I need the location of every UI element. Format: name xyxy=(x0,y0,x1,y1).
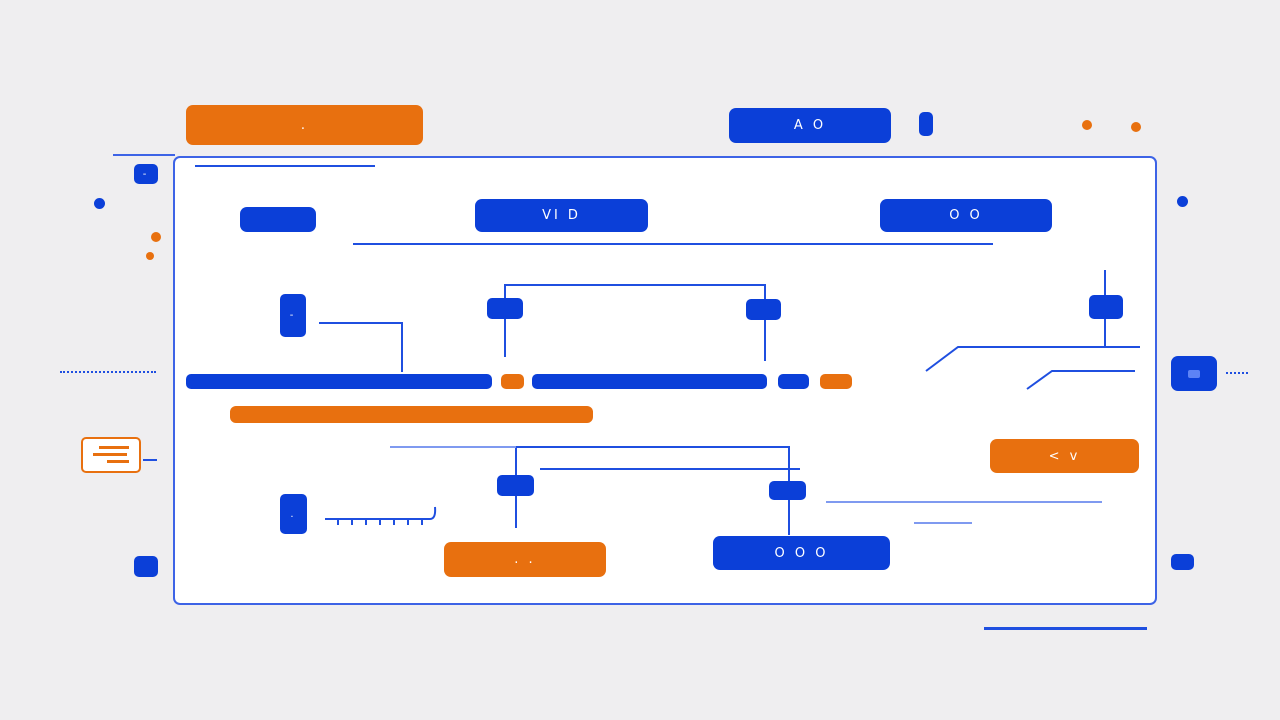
orange-dot xyxy=(151,232,161,242)
panel-divider xyxy=(353,243,993,245)
progress-bar[interactable] xyxy=(230,406,593,423)
dash-icon: - xyxy=(289,310,297,321)
bottom-blue-button[interactable]: O O O xyxy=(713,536,890,570)
connector-path xyxy=(325,506,437,520)
top-right-blue-button-label: A O xyxy=(793,118,827,133)
connector-path xyxy=(925,346,1140,372)
blue-dot xyxy=(1177,196,1188,207)
node-block[interactable] xyxy=(487,298,523,319)
right-bottom-icon-button[interactable] xyxy=(1171,554,1194,570)
connector-path xyxy=(1026,370,1135,390)
bottom-orange-button[interactable]: . . xyxy=(444,542,606,577)
right-orange-button[interactable]: < v xyxy=(990,439,1139,473)
right-orange-button-label: < v xyxy=(1048,448,1081,464)
panel-left-button[interactable] xyxy=(240,207,316,232)
menu-connector xyxy=(143,459,157,461)
timeline-marker[interactable] xyxy=(820,374,852,389)
dotted-connector xyxy=(60,371,156,373)
panel-right-button-label: O O xyxy=(949,208,983,223)
timeline-bar[interactable] xyxy=(532,374,767,389)
node-handle[interactable]: . xyxy=(280,494,307,534)
panel-right-button[interactable]: O O xyxy=(880,199,1052,232)
node-block[interactable] xyxy=(746,299,781,320)
bottom-orange-button-label: . . xyxy=(514,552,536,567)
panel-mid-button-label: VI D xyxy=(542,208,581,223)
orange-status-dot xyxy=(1131,122,1141,132)
node-block[interactable] xyxy=(769,481,806,500)
left-bottom-icon-button[interactable] xyxy=(134,556,158,577)
orange-status-dot xyxy=(1082,120,1092,130)
small-blue-toggle[interactable] xyxy=(919,112,933,136)
timeline-marker[interactable] xyxy=(501,374,524,389)
panel-mid-button[interactable]: VI D xyxy=(475,199,648,232)
dash-icon: - xyxy=(142,168,150,180)
top-right-blue-button[interactable]: A O xyxy=(729,108,891,143)
bottom-outer-rule xyxy=(984,627,1147,630)
top-left-orange-button-label: . xyxy=(300,117,309,133)
bottom-blue-button-label: O O O xyxy=(774,545,829,561)
timeline-bar[interactable] xyxy=(778,374,809,389)
right-square-button[interactable] xyxy=(1171,356,1217,391)
node-block[interactable] xyxy=(497,475,534,496)
dotted-connector xyxy=(1226,372,1248,374)
timeline-bar[interactable] xyxy=(186,374,492,389)
node-handle[interactable]: - xyxy=(280,294,306,337)
list-menu-button[interactable] xyxy=(81,437,141,473)
connector-path xyxy=(515,446,790,481)
menu-line-icon xyxy=(93,453,127,456)
connector-path xyxy=(504,284,766,305)
left-icon-button[interactable]: - xyxy=(134,164,158,184)
connector-path xyxy=(319,322,403,372)
dot-icon: . xyxy=(290,508,297,520)
top-outer-rule xyxy=(113,154,175,156)
menu-line-icon xyxy=(99,446,129,449)
panel-title-rule xyxy=(195,165,375,167)
top-left-orange-button[interactable]: . xyxy=(186,105,423,145)
node-block[interactable] xyxy=(1089,295,1123,319)
orange-dot xyxy=(146,252,154,260)
blue-dot xyxy=(94,198,105,209)
square-icon xyxy=(1188,369,1200,378)
menu-line-icon xyxy=(107,460,129,463)
